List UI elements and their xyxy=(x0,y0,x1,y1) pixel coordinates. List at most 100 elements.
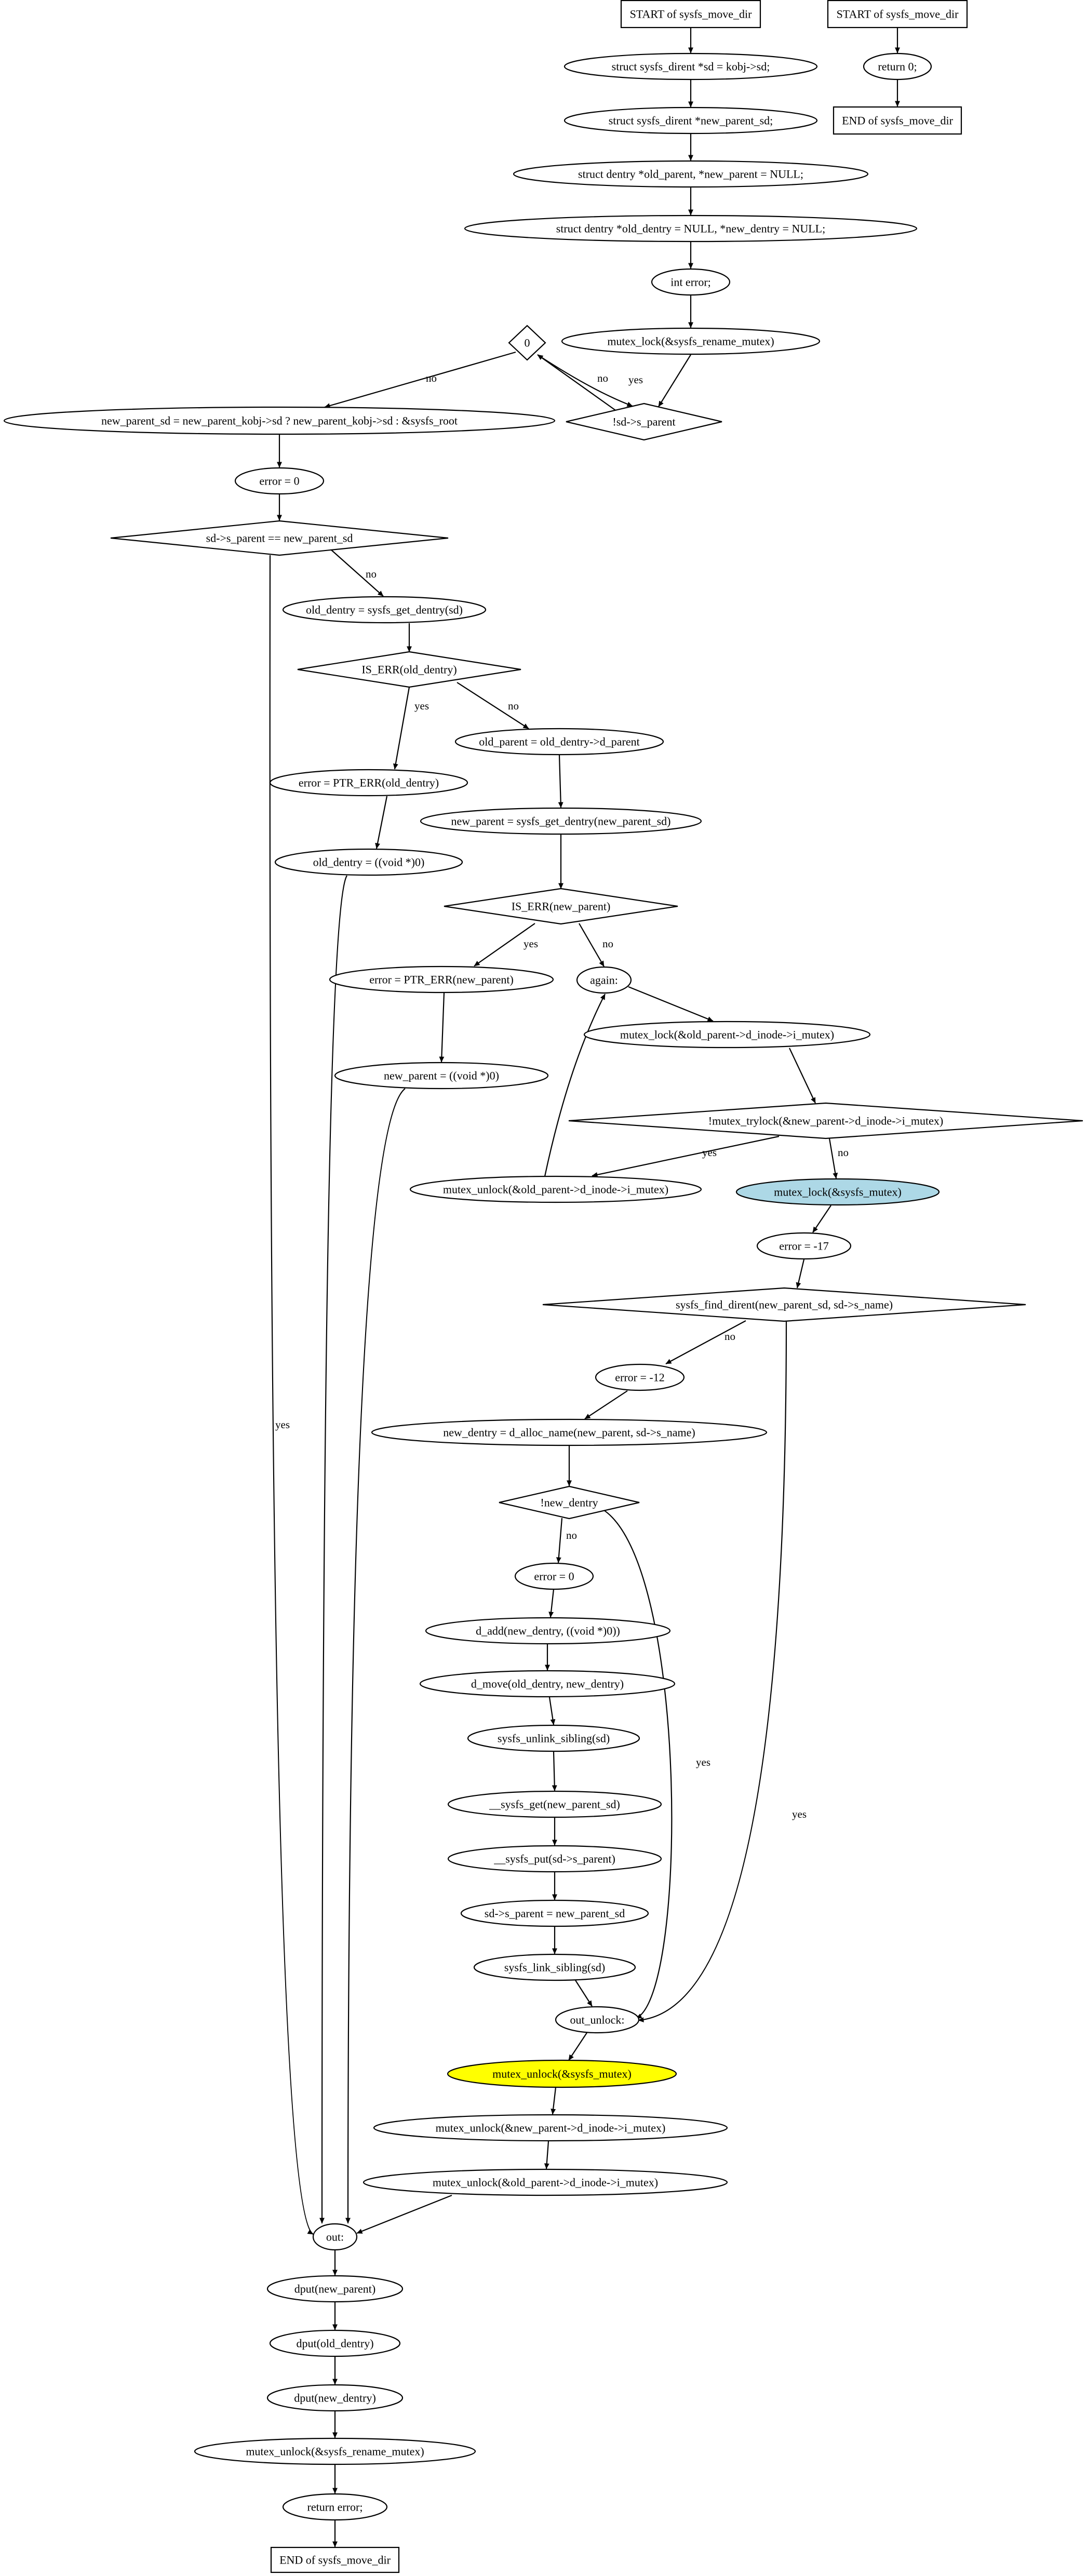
node-label: sd->s_parent = new_parent_sd xyxy=(485,1907,625,1920)
edge-d7-to-outu xyxy=(602,1509,673,2019)
node-label: out_unlock: xyxy=(570,2014,624,2027)
node-label: !new_dentry xyxy=(540,1496,598,1509)
step-return-error: return error; xyxy=(282,2493,388,2521)
node-label: out: xyxy=(326,2231,344,2244)
edge-n22-to-n23 xyxy=(548,1589,555,1618)
step-error-0: error = 0 xyxy=(514,1562,594,1590)
ellipse-shape xyxy=(555,2006,640,2034)
ellipse-shape xyxy=(563,106,818,135)
ellipse-shape xyxy=(561,327,821,355)
node-label: error = PTR_ERR(new_parent) xyxy=(369,973,514,986)
step-mutex-lock-sysfs-mutex: mutex_lock(&sysfs_mutex) xyxy=(735,1178,940,1206)
step-mutex-unlock-old-parent-d-inode-i-mutex: mutex_unlock(&old_parent->d_inode->i_mut… xyxy=(363,2168,728,2196)
ellipse-shape xyxy=(266,2275,404,2303)
box-shape xyxy=(833,106,962,135)
node-label: END of sysfs_move_dir xyxy=(279,2554,391,2567)
step-sysfs-get-new-parent-sd: __sysfs_get(new_parent_sd) xyxy=(447,1790,662,1818)
step-struct-sysfs-dirent-new-parent-sd: struct sysfs_dirent *new_parent_sd; xyxy=(563,106,818,135)
node-label: mutex_unlock(&new_parent->d_inode->i_mut… xyxy=(436,2122,666,2135)
node-label: !sd->s_parent xyxy=(612,415,675,428)
diamond-shape xyxy=(297,651,521,688)
edge-label-yes: yes xyxy=(628,373,643,386)
edge-d2-to-out xyxy=(269,555,314,2235)
step-new-parent-void-0: new_parent = ((void *)0) xyxy=(334,1062,549,1090)
node-label: again: xyxy=(590,974,618,987)
edge-label-yes: yes xyxy=(702,1146,717,1159)
edge-label-no: no xyxy=(838,1146,849,1159)
node-label: old_parent = old_dentry->d_parent xyxy=(479,735,640,748)
edge-n32-to-out xyxy=(356,2194,452,2234)
step-sysfs-put-sd-s-parent: __sysfs_put(sd->s_parent) xyxy=(447,1845,662,1873)
node-label: new_dentry = d_alloc_name(new_parent, sd… xyxy=(443,1426,695,1439)
diamond-shape xyxy=(508,325,546,361)
node-label: old_dentry = ((void *)0) xyxy=(313,856,425,869)
decision-is-err-old-dentry: IS_ERR(old_dentry) xyxy=(297,651,521,688)
edge-label-no: no xyxy=(366,568,377,580)
ellipse-shape xyxy=(312,2223,358,2251)
edge-d3-to-n12 xyxy=(457,682,529,729)
edge-n15-to-out xyxy=(345,1088,406,2224)
edge-d6-to-n20 xyxy=(665,1320,746,1364)
node-label: int error; xyxy=(670,276,711,289)
step-sysfs-link-sibling-sd: sysfs_link_sibling(sd) xyxy=(473,1953,636,1981)
edge-n19-to-d6 xyxy=(796,1259,805,1289)
node-label: mutex_lock(&sysfs_rename_mutex) xyxy=(607,335,774,348)
node-label: old_dentry = sysfs_get_dentry(sd) xyxy=(306,603,463,616)
step-old-parent-old-dentry-d-parent: old_parent = old_dentry->d_parent xyxy=(454,728,664,756)
step-return-0: return 0; xyxy=(863,52,932,81)
edge-d0-to-d1 xyxy=(537,354,633,407)
edge-n30-to-n31 xyxy=(551,2087,557,2115)
edge-n12-to-n13 xyxy=(558,755,563,808)
ellipse-shape xyxy=(756,1232,852,1260)
ellipse-shape xyxy=(420,807,702,835)
step-error-12: error = -12 xyxy=(595,1363,685,1391)
node-label: sysfs_unlink_sibling(sd) xyxy=(498,1732,610,1745)
ellipse-shape xyxy=(513,160,869,188)
edge-n6-to-d1 xyxy=(658,354,691,407)
step-old-dentry-void-0: old_dentry = ((void *)0) xyxy=(274,848,463,876)
step-mutex-unlock-old-parent-d-inode-i-mutex: mutex_unlock(&old_parent->d_inode->i_mut… xyxy=(409,1175,702,1203)
ellipse-shape xyxy=(651,268,731,296)
terminal-end-of-sysfs-move-dir: END of sysfs_move_dir xyxy=(270,2546,400,2573)
diamond-shape xyxy=(566,403,722,441)
edge-n10-to-n11 xyxy=(375,796,388,849)
step-error-ptr-err-new-parent: error = PTR_ERR(new_parent) xyxy=(329,965,554,994)
edge-label-no: no xyxy=(597,372,608,384)
decision-new-dentry: !new_dentry xyxy=(499,1485,640,1520)
step-int-error: int error; xyxy=(651,268,731,296)
edge-d2-to-n9 xyxy=(331,549,384,597)
step-dput-new-dentry: dput(new_dentry) xyxy=(266,2384,404,2412)
edge-n18-to-n19 xyxy=(812,1205,831,1233)
node-label: mutex_unlock(&old_parent->d_inode->i_mut… xyxy=(433,2176,658,2189)
edge-n24-to-n25 xyxy=(548,1697,556,1725)
ellipse-shape xyxy=(460,1899,649,1927)
ellipse-shape xyxy=(464,214,918,243)
edge-label-yes: yes xyxy=(524,937,538,950)
ellipse-shape xyxy=(467,1724,640,1752)
diamond-shape xyxy=(110,520,449,556)
node-label: new_parent = sysfs_get_dentry(new_parent… xyxy=(451,815,671,828)
node-label: mutex_unlock(&old_parent->d_inode->i_mut… xyxy=(443,1183,668,1196)
step-mutex-unlock-sysfs-mutex: mutex_unlock(&sysfs_mutex) xyxy=(447,2059,677,2088)
decision-mutex-trylock-new-parent-d-inode-i-mutex: !mutex_trylock(&new_parent->d_inode->i_m… xyxy=(568,1102,1083,1139)
step-new-parent-sd-new-parent-kobj-sd-new-parent-kobj: new_parent_sd = new_parent_kobj->sd ? ne… xyxy=(3,406,556,435)
node-label: return 0; xyxy=(878,60,917,73)
edge-n17-to-again xyxy=(544,994,606,1177)
diamond-shape xyxy=(542,1287,1026,1322)
step-old-dentry-sysfs-get-dentry-sd: old_dentry = sysfs_get_dentry(sd) xyxy=(282,596,487,624)
edge-d3-to-n10 xyxy=(393,687,410,770)
ellipse-shape xyxy=(514,1562,594,1590)
edge-d4-to-n14 xyxy=(474,923,535,967)
node-label: !mutex_trylock(&new_parent->d_inode->i_m… xyxy=(708,1115,943,1128)
step-mutex-unlock-new-parent-d-inode-i-mutex: mutex_unlock(&new_parent->d_inode->i_mut… xyxy=(373,2114,728,2142)
ellipse-shape xyxy=(266,2384,404,2412)
step-dput-old-dentry: dput(old_dentry) xyxy=(269,2329,401,2357)
decision-sysfs-find-dirent-new-parent-sd-sd-s-name: sysfs_find_dirent(new_parent_sd, sd->s_n… xyxy=(542,1287,1026,1322)
ellipse-shape xyxy=(595,1363,685,1391)
step-dput-new-parent: dput(new_parent) xyxy=(266,2275,404,2303)
step-struct-dentry-old-dentry-null-new-dentry-null: struct dentry *old_dentry = NULL, *new_d… xyxy=(464,214,918,243)
node-label: mutex_lock(&old_parent->d_inode->i_mutex… xyxy=(620,1028,834,1041)
ellipse-shape xyxy=(583,1021,871,1049)
